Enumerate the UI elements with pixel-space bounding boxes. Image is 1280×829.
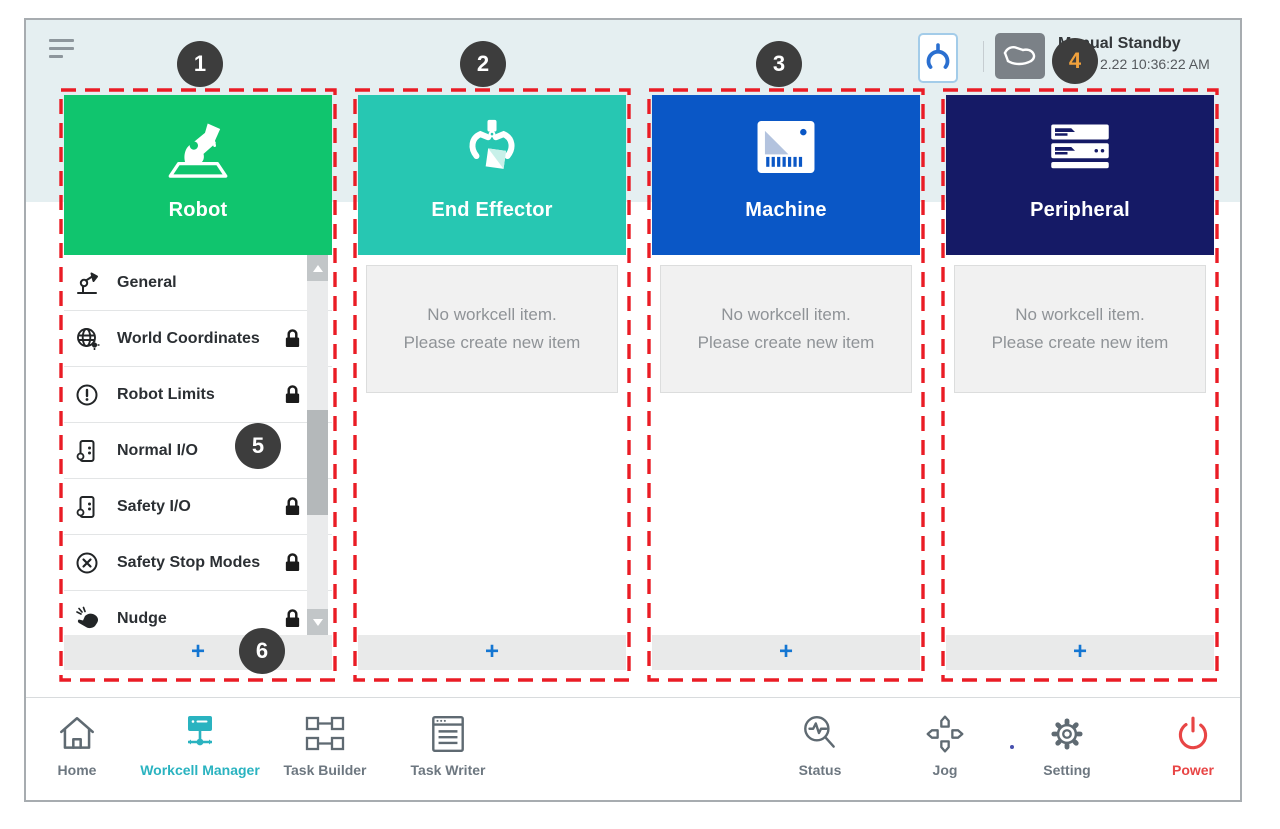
bottom-nav: Home Workcell Manager [26,697,1240,800]
lock-icon [283,328,302,349]
scroll-down-button[interactable] [307,609,328,635]
add-item-button-machine[interactable]: + [652,635,920,670]
nav-label: Task Builder [283,762,367,778]
machine-icon [757,95,815,199]
nav-label: Home [57,762,97,778]
list-item-safety-stop-modes[interactable]: Safety Stop Modes [64,535,332,591]
column-title-robot: Robot [168,199,228,221]
hand-tap-icon [75,606,105,632]
list-item-normal-io[interactable]: Normal I/O [64,423,332,479]
nav-item-home[interactable]: Home [26,710,152,778]
scrollbar-thumb[interactable] [307,410,328,515]
list-item-label: World Coordinates [117,329,260,347]
list-item-general[interactable]: General [64,255,332,311]
nav-item-task-writer[interactable]: Task Writer [373,710,523,778]
annotation-badge-2: 2 [460,41,506,87]
home-icon [56,710,98,758]
power-icon [1172,710,1214,758]
nav-label: Setting [1043,762,1091,778]
empty-state-peripheral: No workcell item. Please create new item [954,265,1206,393]
circle-x-icon [75,550,105,576]
app-window: Manual Standby 2.22 10:36:22 AM Robot [24,18,1242,802]
nav-label: Task Writer [410,762,486,778]
menu-icon[interactable] [49,39,75,61]
workcell-list-robot: General World Coordinates [64,255,332,635]
list-item-safety-io[interactable]: Safety I/O [64,479,332,535]
empty-state-line1: No workcell item. [427,305,557,324]
nav-item-setting[interactable]: Setting [992,710,1142,778]
nav-item-power[interactable]: Power [1118,710,1240,778]
empty-state-end-effector: No workcell item. Please create new item [366,265,618,393]
scroll-up-button[interactable] [307,255,328,281]
gripper-icon [461,95,523,199]
status-datetime: 2.22 10:36:22 AM [1100,56,1210,72]
column-title-end-effector: End Effector [431,199,553,221]
list-item-nudge[interactable]: Nudge [64,591,332,635]
list-item-label: Safety Stop Modes [117,553,261,571]
empty-state-line1: No workcell item. [1015,305,1145,324]
empty-state-line2: Please create new item [991,333,1169,352]
lock-icon [283,496,302,517]
io-port-icon [75,438,105,464]
list-item-label: Normal I/O [117,441,198,459]
globe-icon [75,326,105,352]
lock-icon [283,552,302,573]
column-title-machine: Machine [745,199,827,221]
list-item-label: Safety I/O [117,497,191,515]
nav-item-status[interactable]: Status [745,710,895,778]
robot-arm-small-icon [75,270,105,296]
annotation-badge-6: 6 [239,628,285,674]
robot-gripper-icon [925,43,951,73]
workcell-manager-icon [178,710,222,758]
annotation-badge-5: 5 [235,423,281,469]
empty-state-line1: No workcell item. [721,305,851,324]
list-item-world-coordinates[interactable]: World Coordinates [64,311,332,367]
topbar-divider [983,41,984,72]
list-item-label: Nudge [117,609,167,627]
nav-item-jog[interactable]: Jog [870,710,1020,778]
list-item-robot-limits[interactable]: Robot Limits [64,367,332,423]
list-item-label: Robot Limits [117,385,215,403]
add-item-button-peripheral[interactable]: + [946,635,1214,670]
nav-label: Status [798,762,842,778]
lock-icon [283,608,302,629]
add-item-button-end-effector[interactable]: + [358,635,626,670]
list-item-label: General [117,273,177,291]
task-builder-icon [303,710,347,758]
triangle-up-icon [312,264,323,272]
io-port-icon [75,494,105,520]
column-header-machine[interactable]: Machine [652,95,920,255]
nav-item-task-builder[interactable]: Task Builder [250,710,400,778]
circle-exclamation-icon [75,382,105,408]
nav-dot [1010,745,1014,749]
add-item-button-robot[interactable]: + [64,635,332,670]
empty-state-machine: No workcell item. Please create new item [660,265,912,393]
peripheral-icon [1051,95,1109,199]
robot-arm-icon [162,95,234,199]
hand-guide-icon [1002,41,1038,71]
nav-label: Jog [932,762,958,778]
status-icon [799,710,841,758]
empty-state-line2: Please create new item [403,333,581,352]
annotation-badge-3: 3 [756,41,802,87]
task-writer-icon [427,710,469,758]
robot-mode-button[interactable] [918,33,958,83]
lock-icon [283,384,302,405]
robot-list-scrollbar[interactable] [307,255,328,635]
annotation-badge-4: 4 [1052,38,1098,84]
column-header-robot[interactable]: Robot [64,95,332,255]
column-header-peripheral[interactable]: Peripheral [946,95,1214,255]
jog-icon [924,710,966,758]
nav-item-workcell-manager[interactable]: Workcell Manager [125,710,275,778]
triangle-down-icon [312,618,323,626]
hand-guide-button[interactable] [995,33,1045,79]
gear-icon [1046,710,1088,758]
column-header-end-effector[interactable]: End Effector [358,95,626,255]
nav-label: Power [1171,762,1214,778]
nav-label: Workcell Manager [140,762,260,778]
empty-state-line2: Please create new item [697,333,875,352]
annotation-badge-1: 1 [177,41,223,87]
column-title-peripheral: Peripheral [1030,199,1130,221]
